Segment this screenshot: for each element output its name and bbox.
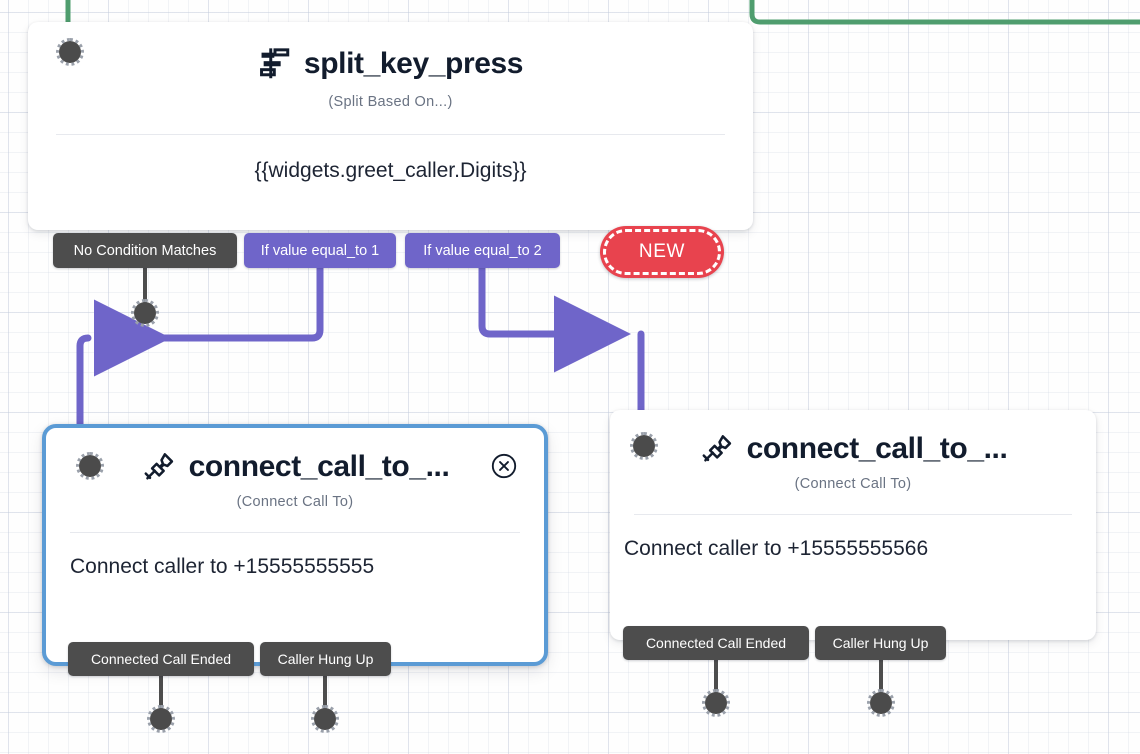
left-node-subtitle: (Connect Call To) bbox=[236, 494, 354, 510]
left-node-header: connect_call_to_... bbox=[46, 428, 544, 500]
wire-equal-2-to-right-node bbox=[478, 264, 631, 373]
node-split-key-press[interactable]: split_key_press (Split Based On...) {{wi… bbox=[28, 22, 753, 230]
output-handle-right-connected-call-ended[interactable] bbox=[702, 689, 730, 717]
phone-icon bbox=[699, 431, 735, 467]
split-branch-icon bbox=[258, 47, 292, 81]
right-node-subtitle: (Connect Call To) bbox=[794, 476, 912, 492]
split-node-body: {{widgets.greet_caller.Digits}} bbox=[254, 159, 527, 182]
right-node-body: Connect caller to +15555555566 bbox=[624, 537, 929, 560]
transition-right-caller-hung-up[interactable]: Caller Hung Up bbox=[815, 626, 946, 660]
right-node-divider bbox=[634, 514, 1072, 515]
right-node-title: connect_call_to_... bbox=[746, 432, 1008, 465]
phone-icon bbox=[141, 449, 177, 485]
split-node-title: split_key_press bbox=[303, 47, 524, 80]
transition-if-value-equal-to-1[interactable]: If value equal_to 1 bbox=[244, 233, 396, 268]
split-node-subtitle: (Split Based On...) bbox=[328, 94, 453, 110]
node-connect-call-to-right[interactable]: connect_call_to_... (Connect Call To) Co… bbox=[610, 410, 1096, 640]
output-handle-left-caller-hung-up[interactable] bbox=[311, 705, 339, 733]
left-node-divider bbox=[70, 532, 520, 533]
wire-green-top-right bbox=[749, 0, 1140, 25]
transition-right-connected-call-ended[interactable]: Connected Call Ended bbox=[623, 626, 809, 660]
wire-equal-1-to-left-node bbox=[93, 264, 324, 377]
output-handle-right-caller-hung-up[interactable] bbox=[867, 689, 895, 717]
node-connect-call-to-left[interactable]: connect_call_to_... (Connect Call To) Co… bbox=[42, 424, 548, 666]
right-node-input-handle[interactable] bbox=[630, 432, 658, 460]
transition-left-caller-hung-up[interactable]: Caller Hung Up bbox=[260, 642, 391, 676]
left-node-input-handle[interactable] bbox=[76, 452, 104, 480]
wire-left-node-entry bbox=[76, 334, 92, 440]
split-node-header: split_key_press bbox=[28, 22, 753, 98]
split-node-input-handle[interactable] bbox=[56, 38, 84, 66]
new-transition-button[interactable]: NEW bbox=[600, 226, 724, 278]
close-icon[interactable] bbox=[490, 452, 518, 480]
left-node-body: Connect caller to +15555555555 bbox=[70, 555, 375, 578]
output-handle-no-condition-matches[interactable] bbox=[131, 299, 159, 327]
transition-if-value-equal-to-2[interactable]: If value equal_to 2 bbox=[405, 233, 560, 268]
transition-left-connected-call-ended[interactable]: Connected Call Ended bbox=[68, 642, 254, 676]
transition-no-condition-matches[interactable]: No Condition Matches bbox=[53, 233, 237, 268]
output-handle-left-connected-call-ended[interactable] bbox=[147, 705, 175, 733]
left-node-title: connect_call_to_... bbox=[188, 450, 450, 483]
split-node-divider bbox=[56, 134, 725, 135]
right-node-header: connect_call_to_... bbox=[610, 410, 1096, 482]
